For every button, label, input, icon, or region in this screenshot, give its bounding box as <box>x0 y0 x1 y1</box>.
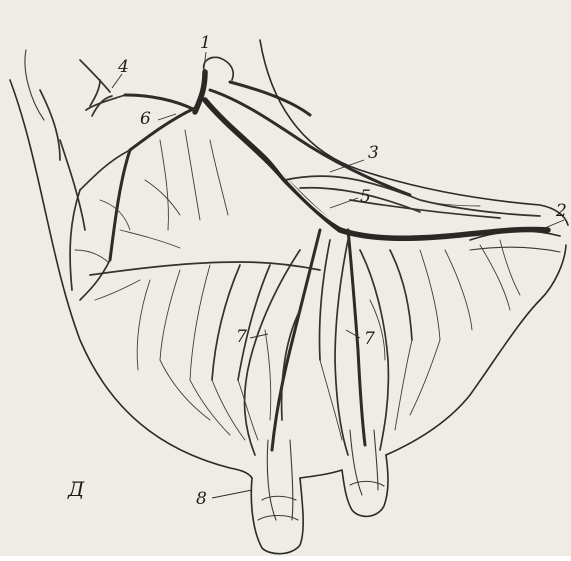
label-4: 4 <box>117 57 129 77</box>
label-7-right: 7 <box>364 329 375 349</box>
label-2: 2 <box>555 201 567 221</box>
panel-letter: Д <box>67 477 85 501</box>
label-3: 3 <box>368 143 379 163</box>
label-8: 8 <box>196 489 207 509</box>
label-6: 6 <box>140 109 151 129</box>
label-5: 5 <box>360 187 371 207</box>
label-7-left: 7 <box>236 327 247 347</box>
label-1: 1 <box>200 33 211 53</box>
